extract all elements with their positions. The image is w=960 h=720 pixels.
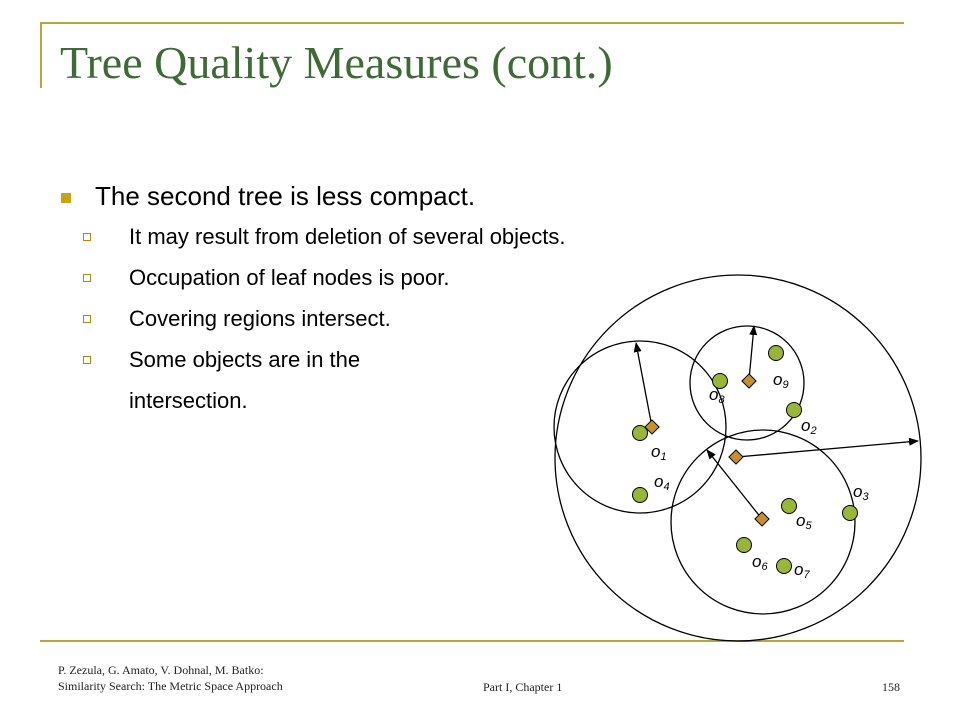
region-circle-o9 [689,325,805,441]
footer-book-title: Similarity Search: The Metric Space Appr… [58,679,283,693]
object-label-o4: o4 [654,472,670,493]
frame-left-rule [40,22,42,88]
sub-bullet: It may result from deletion of several o… [58,216,566,257]
sub-bullet-text: Covering regions intersect. [129,306,391,331]
hollow-square-bullet-icon [83,356,91,364]
bullet-list: The second tree is less compact. It may … [58,176,566,421]
object-label-o1: o1 [651,442,667,463]
hollow-square-bullet-icon [83,274,91,282]
sub-bullet: Some objects are in the [58,339,566,380]
object-label-o6: o6 [752,552,768,573]
object-label-o5: o5 [796,511,812,532]
routing-object-diamond [728,449,744,465]
sub-bullet-text: It may result from deletion of several o… [129,224,566,249]
radius-arrow [736,437,919,458]
radius-arrow [748,325,758,381]
sub-bullet-continuation: intersection. [129,388,248,413]
radius-arrow [706,449,763,520]
root-region-circle [554,274,922,642]
footer-part: Part I, Chapter 1 [483,680,563,694]
object-label-o8: o8 [709,385,725,406]
object-point [842,505,858,521]
object-point [632,425,648,441]
object-labels: o1 o2 o3 o4 o5 o6 o7 o8 o9 [651,370,869,581]
bullet-main: The second tree is less compact. [58,176,566,216]
object-label-o3: o3 [853,482,869,503]
object-label-o9: o9 [773,370,789,391]
footer-page-number: 158 [882,680,900,694]
slide-title: Tree Quality Measures (cont.) [60,37,613,88]
sub-bullet-text: Occupation of leaf nodes is poor. [129,265,450,290]
hollow-square-bullet-icon [83,233,91,241]
frame-top-rule [40,22,904,24]
object-point [632,487,648,503]
footer-authors: P. Zezula, G. Amato, V. Dohnal, M. Batko… [58,663,264,677]
routing-object-diamond [644,419,660,435]
routing-object-diamond [741,373,757,389]
frame-bottom-rule [40,640,904,642]
data-objects [632,345,858,574]
object-label-o7: o7 [794,560,810,581]
object-point [736,537,752,553]
routing-objects [644,373,770,527]
routing-object-diamond [754,511,770,527]
object-label-o2: o2 [801,416,817,437]
object-point [768,345,784,361]
object-point [781,498,797,514]
object-point [786,402,802,418]
object-point [712,373,728,389]
square-bullet-icon [61,193,71,203]
sub-bullet: Occupation of leaf nodes is poor. [58,257,566,298]
region-circle-o5 [670,429,856,615]
footer-citation: P. Zezula, G. Amato, V. Dohnal, M. Batko… [58,662,283,694]
bullet-main-text: The second tree is less compact. [95,181,476,211]
radius-arrow [633,342,653,428]
sub-bullet-text: Some objects are in the [129,347,361,372]
sub-bullet: Covering regions intersect. [58,298,566,339]
object-point [776,558,792,574]
region-circle-o1 [553,340,727,514]
hollow-square-bullet-icon [83,315,91,323]
